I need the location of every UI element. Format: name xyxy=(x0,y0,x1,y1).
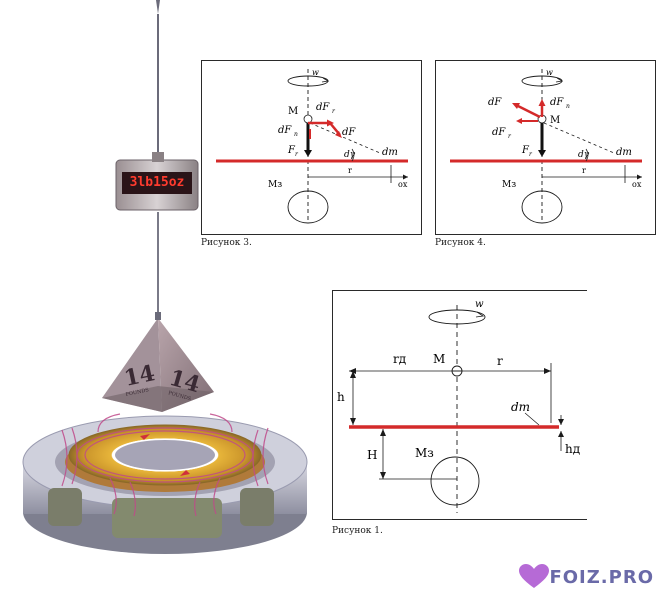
fig3-w-label: w xyxy=(312,68,319,77)
fig4-w-label: w xyxy=(546,68,553,77)
svg-text:r: r xyxy=(508,133,512,140)
fig1-H-label: H xyxy=(367,448,377,462)
svg-text:n: n xyxy=(294,131,298,138)
fig1-h-label: h xyxy=(337,390,345,404)
weight-14lb xyxy=(102,312,214,412)
figure-1-panel: w M rд r h dm hд H Mз xyxy=(332,290,587,520)
fig1-dm-label: dm xyxy=(511,400,530,414)
fig3-ox-label: ox xyxy=(398,180,408,189)
fig3-df-label: dF xyxy=(342,127,356,138)
hanging-scale xyxy=(115,152,199,211)
svg-text:r: r xyxy=(529,151,533,158)
figure-3-caption: Рисунок 3. xyxy=(201,238,252,248)
svg-text:r: r xyxy=(295,151,299,158)
figure-1-diagram: w M rд r h dm hд H Mз xyxy=(337,299,580,513)
fig3-m-label: M xyxy=(288,106,298,117)
fig3-r-label: r xyxy=(348,166,352,175)
figure-4-caption: Рисунок 4. xyxy=(435,238,486,248)
fig4-dm-label: dm xyxy=(616,147,632,158)
field-lines xyxy=(61,413,269,517)
fig4-fr-label: F xyxy=(521,145,530,156)
fig3-dalpha-label: dγ xyxy=(344,150,356,160)
fig3-mz-label: Mз xyxy=(268,180,282,190)
fig4-r-label: r xyxy=(582,166,586,175)
svg-text:r: r xyxy=(332,108,336,115)
fig1-r-label: r xyxy=(497,354,503,368)
scale-readout: 3lb15oz xyxy=(129,175,185,190)
fig3-dfr-label: dF xyxy=(316,102,330,113)
figure-3-panel: w M dF r dF n dF F r dγ dm Mз r ox xyxy=(201,60,422,235)
watermark-text: FOIZ.PRO xyxy=(549,566,654,588)
fig4-dfr-label: dF xyxy=(492,127,506,138)
weight-label-left: 14 xyxy=(122,360,157,392)
fig4-mz-label: Mз xyxy=(502,180,516,190)
figure-1-caption: Рисунок 1. xyxy=(332,526,383,536)
figure-4-panel: w dF dF n M dF r F r dγ dm Mз r ox xyxy=(435,60,656,235)
svg-text:n: n xyxy=(566,103,570,110)
fig4-ox-label: ox xyxy=(632,180,642,189)
fig4-df-label: dF xyxy=(488,97,502,108)
figure-3-diagram: w M dF r dF n dF F r dγ dm Mз r ox xyxy=(216,68,408,224)
fig1-m-label: M xyxy=(433,352,445,366)
fig4-dfn-label: dF xyxy=(550,97,564,108)
watermark: FOIZ.PRO xyxy=(519,564,654,590)
fig1-mz-label: Mз xyxy=(415,446,434,460)
fig1-hd-label: hд xyxy=(565,442,580,456)
levitation-illustration: 14 14 POUNDS POUNDS xyxy=(22,0,308,554)
fig3-dfn-label: dF xyxy=(278,125,292,136)
heart-logo-icon xyxy=(519,564,550,588)
fig1-rd-label: rд xyxy=(393,352,406,366)
fig4-m-label: M xyxy=(550,115,560,126)
fig3-dm-label: dm xyxy=(382,147,398,158)
weight-brand-left: POUNDS xyxy=(125,387,150,398)
fig3-fr-label: F xyxy=(287,145,296,156)
fig4-dalpha-label: dγ xyxy=(578,150,590,160)
figure-4-diagram: w dF dF n M dF r F r dγ dm Mз r ox xyxy=(450,68,642,224)
fig1-w-label: w xyxy=(475,299,484,310)
